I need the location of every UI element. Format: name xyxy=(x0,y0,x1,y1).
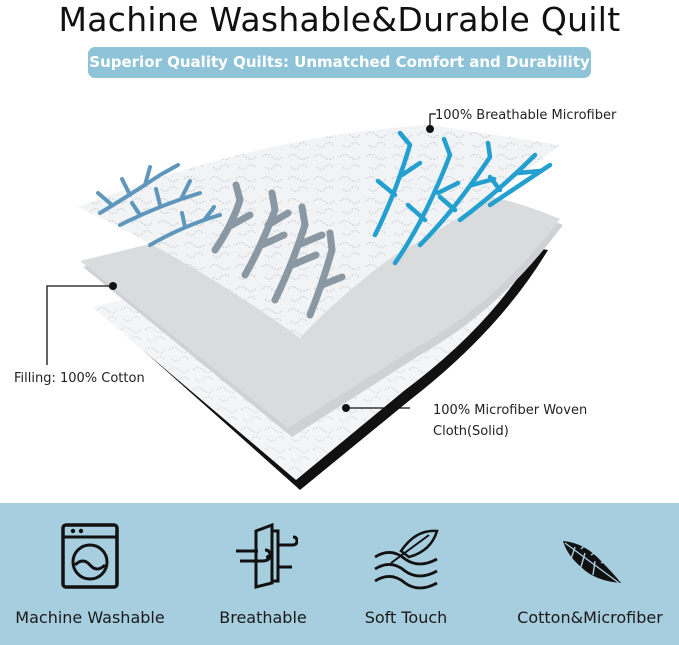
page-title: Machine Washable&Durable Quilt xyxy=(58,0,621,39)
bottom-callout-dot xyxy=(342,404,350,412)
leaf-icon xyxy=(563,540,621,584)
feature-label: Soft Touch xyxy=(364,608,448,627)
label-bottom-layer-2: Cloth(Solid) xyxy=(433,424,509,439)
label-bottom-layer-1: 100% Microfiber Woven xyxy=(433,403,588,418)
top-layer-microfiber xyxy=(78,125,560,338)
top-callout-line xyxy=(429,113,436,129)
subtitle-banner: Superior Quality Quilts: Unmatched Comfo… xyxy=(88,47,591,78)
feature-cotton-microfiber: Cotton&Microfiber xyxy=(510,503,670,645)
quilt-layers-illustration xyxy=(46,113,563,490)
middle-callout-dot xyxy=(109,282,117,290)
breathable-door-icon xyxy=(236,522,298,589)
top-callout-dot xyxy=(426,125,434,133)
middle-callout-line xyxy=(46,285,113,365)
feather-soft-icon xyxy=(374,529,439,590)
label-top-layer: 100% Breathable Microfiber xyxy=(435,108,617,123)
features-panel: Machine Washable Breathable Soft Touch C… xyxy=(0,503,679,645)
feature-soft-touch: Soft Touch xyxy=(326,503,486,645)
feature-label: Cotton&Microfiber xyxy=(517,608,663,627)
washing-machine-icon xyxy=(61,523,119,589)
feature-machine-washable: Machine Washable xyxy=(10,503,170,645)
feature-label: Machine Washable xyxy=(15,608,165,627)
feature-label: Breathable xyxy=(219,608,307,627)
label-middle-layer: Filling: 100% Cotton xyxy=(14,371,145,386)
feature-breathable: Breathable xyxy=(183,503,343,645)
